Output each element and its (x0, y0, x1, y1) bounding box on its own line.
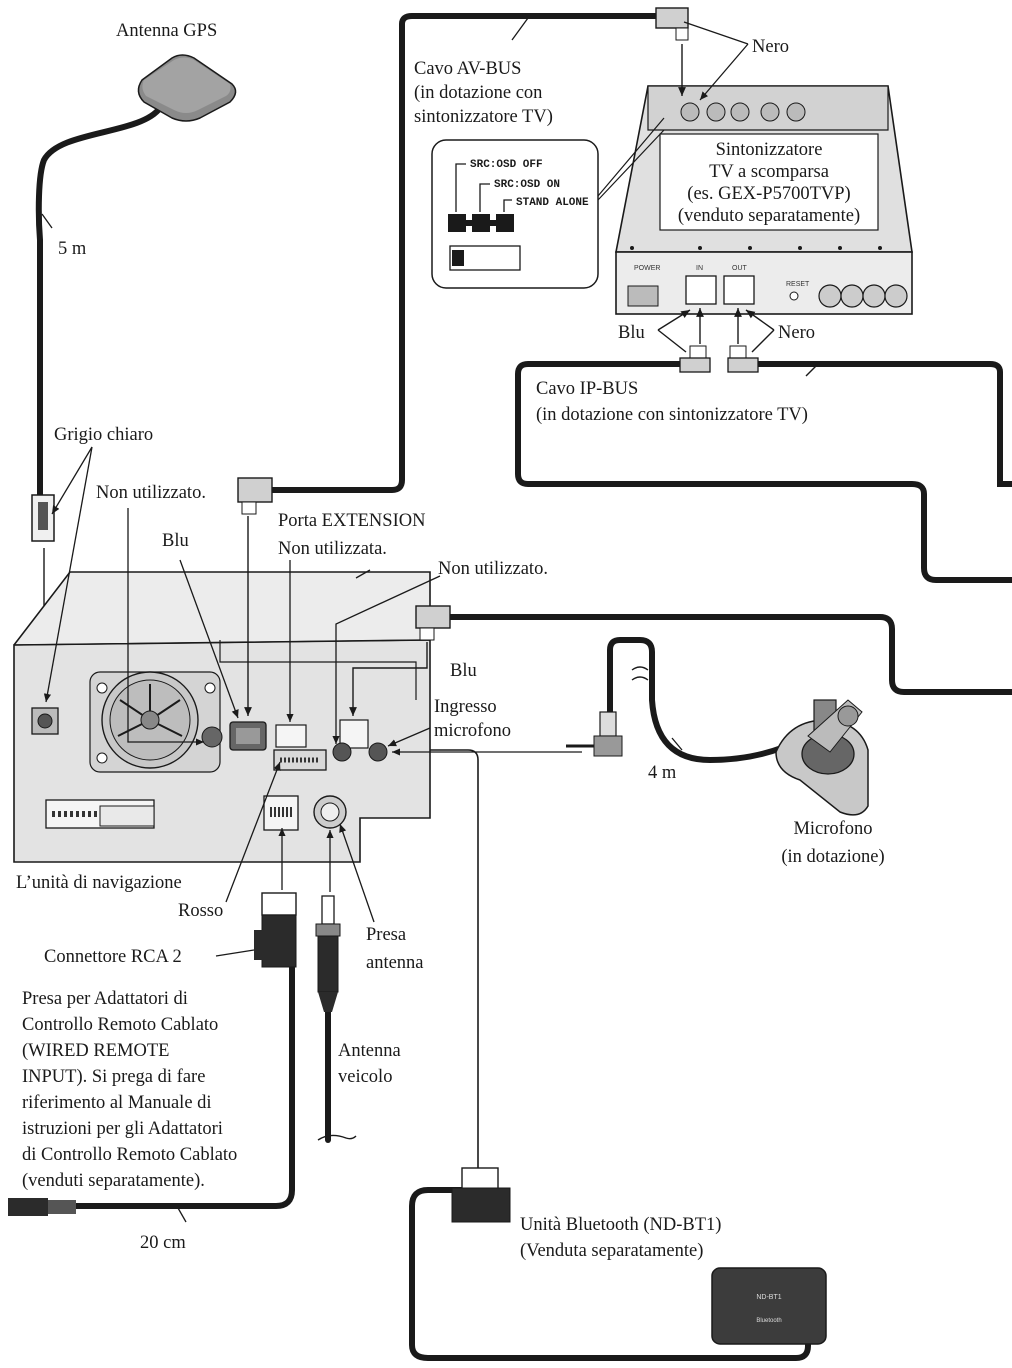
label-cavo-ip-bus-2: (in dotazione con sintonizzatore TV) (536, 405, 808, 425)
bluetooth-logo: Bluetooth (756, 1318, 782, 1324)
gps-antenna-cable (35, 105, 163, 498)
switch-stand-alone: STAND ALONE (516, 197, 589, 209)
label-mic-cable-length: 4 m (648, 763, 677, 783)
switch-osd-on: SRC:OSD ON (494, 179, 561, 191)
switch-osd-off: SRC:OSD OFF (470, 159, 543, 171)
label-blu-2: Blu (450, 661, 477, 681)
label-antenna-veicolo-2: veicolo (338, 1067, 393, 1087)
label-tv-tuner-4: (venduto separatamente) (677, 206, 861, 226)
bluetooth-unit (451, 1167, 827, 1345)
label-non-utilizzato-2: Non utilizzato. (438, 559, 548, 579)
microphone-plug (566, 711, 623, 757)
gps-antenna (137, 54, 237, 122)
rca-connector-2 (254, 892, 297, 968)
wired-remote-line: INPUT). Si prega di fare (22, 1067, 206, 1087)
bluetooth-device-model: ND-BT1 (756, 1294, 782, 1301)
wired-remote-line: Controllo Remoto Cablato (22, 1015, 219, 1035)
label-presa: Presa (366, 925, 407, 945)
label-non-utilizzata: Non utilizzata. (278, 539, 387, 559)
wired-remote-line: (venduti separatamente). (22, 1171, 205, 1191)
label-antenna-veicolo-1: Antenna (338, 1041, 401, 1061)
wired-remote-line: (WIRED REMOTE (22, 1041, 170, 1061)
label-gps-cable-length: 5 m (58, 239, 87, 259)
label-cavo-ip-bus: Cavo IP-BUS (536, 379, 639, 399)
label-cavo-av-bus-3: sintonizzatore TV) (414, 107, 553, 127)
wired-remote-line: Presa per Adattatori di (22, 989, 188, 1009)
wired-remote-line: istruzioni per gli Adattatori (22, 1119, 223, 1139)
tuner-panel-reset: RESET (786, 281, 810, 288)
label-in-dotazione: (in dotazione) (781, 847, 885, 867)
label-ingresso: Ingresso (434, 697, 497, 717)
label-nero-2: Nero (778, 323, 815, 343)
label-remote-cable-length: 20 cm (140, 1233, 186, 1253)
vehicle-antenna-plug (315, 895, 341, 1012)
tv-tuner: POWER IN OUT RESET (615, 85, 913, 315)
label-tv-tuner-1: Sintonizzatore (715, 140, 823, 160)
wired-remote-line: riferimento al Manuale di (22, 1093, 212, 1113)
label-antenna: antenna (366, 953, 424, 973)
switch-callout (431, 117, 665, 289)
av-bus-plug-unit (237, 477, 273, 515)
label-antenna-gps: Antenna GPS (116, 21, 218, 41)
label-grigio-chiaro: Grigio chiaro (54, 425, 154, 445)
microphone-cable (607, 637, 803, 764)
label-connettore-rca: Connettore RCA 2 (44, 947, 182, 967)
wired-remote-note: Presa per Adattatori di Controllo Remoto… (22, 988, 237, 1196)
av-bus-plug-tuner (655, 7, 689, 41)
ip-bus-plugs-tuner (679, 345, 759, 373)
label-cavo-av-bus: Cavo AV-BUS (414, 59, 522, 79)
remote-cable (73, 965, 295, 1209)
cables (35, 13, 1012, 1361)
extension-cable (447, 614, 1012, 695)
tuner-panel-out: OUT (732, 265, 748, 272)
tuner-panel-power: POWER (634, 265, 660, 272)
label-bluetooth-sold: (Venduta separatamente) (520, 1241, 704, 1261)
navigation-unit (13, 571, 431, 863)
tuner-panel-in: IN (696, 265, 703, 272)
remote-plug (8, 1198, 76, 1216)
label-bluetooth-unit: Unità Bluetooth (ND-BT1) (520, 1215, 722, 1235)
label-microfono: Microfono (793, 819, 873, 839)
label-blu-1: Blu (162, 531, 189, 551)
label-porta-extension: Porta EXTENSION (278, 511, 426, 531)
ip-bus-plug-unit (415, 605, 451, 641)
label-tv-tuner-3: (es. GEX-P5700TVP) (687, 184, 851, 204)
label-non-utilizzato-1: Non utilizzato. (96, 483, 206, 503)
label-rosso: Rosso (178, 901, 224, 921)
label-blu-3: Blu (618, 323, 645, 343)
ip-bus-cable (515, 361, 1012, 583)
gps-plug-light-grey (31, 494, 55, 542)
av-bus-cable (269, 13, 659, 493)
label-navigation-unit: L’unità di navigazione (16, 873, 182, 893)
label-nero-1: Nero (752, 37, 789, 57)
wired-remote-line: di Controllo Remoto Cablato (22, 1145, 238, 1165)
microphone (775, 699, 869, 816)
label-microfono-input: microfono (434, 721, 512, 741)
label-cavo-av-bus-2: (in dotazione con (414, 83, 543, 103)
bluetooth-cable (409, 1187, 811, 1361)
label-tv-tuner-2: TV a scomparsa (709, 162, 829, 182)
